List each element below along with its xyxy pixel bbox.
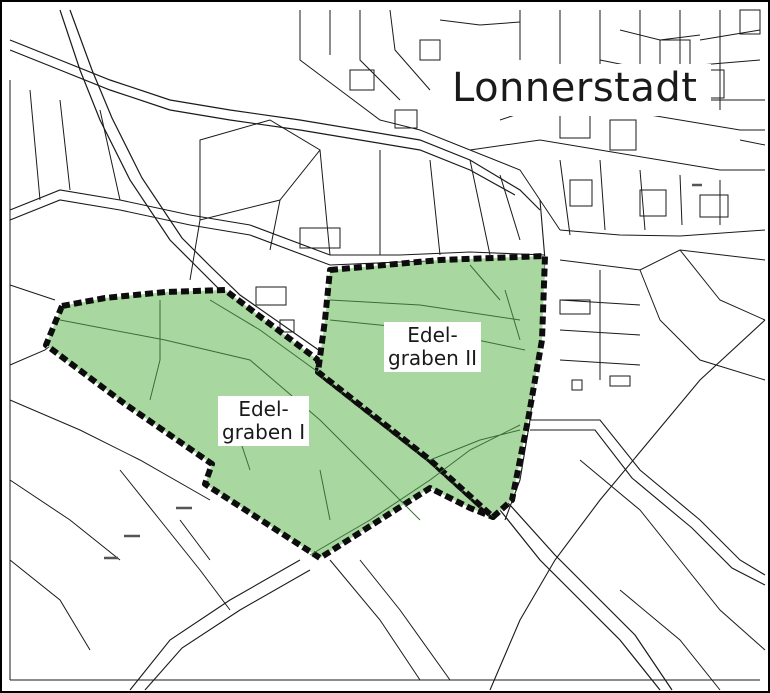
parcel-lines [9,9,766,691]
town-label: Lonnerstadt [440,64,712,116]
area-edelgraben-2 [315,253,548,520]
area-1-label-line1: Edel- [238,397,289,421]
area-2-label: Edel- graben II [384,322,482,372]
area-2-label-line2: graben II [388,346,478,370]
area-internal-lines [59,264,526,556]
area-2-label-line1: Edel- [407,323,458,347]
area-1-label-line2: graben I [222,420,306,444]
area-1-label: Edel- graben I [218,396,310,446]
